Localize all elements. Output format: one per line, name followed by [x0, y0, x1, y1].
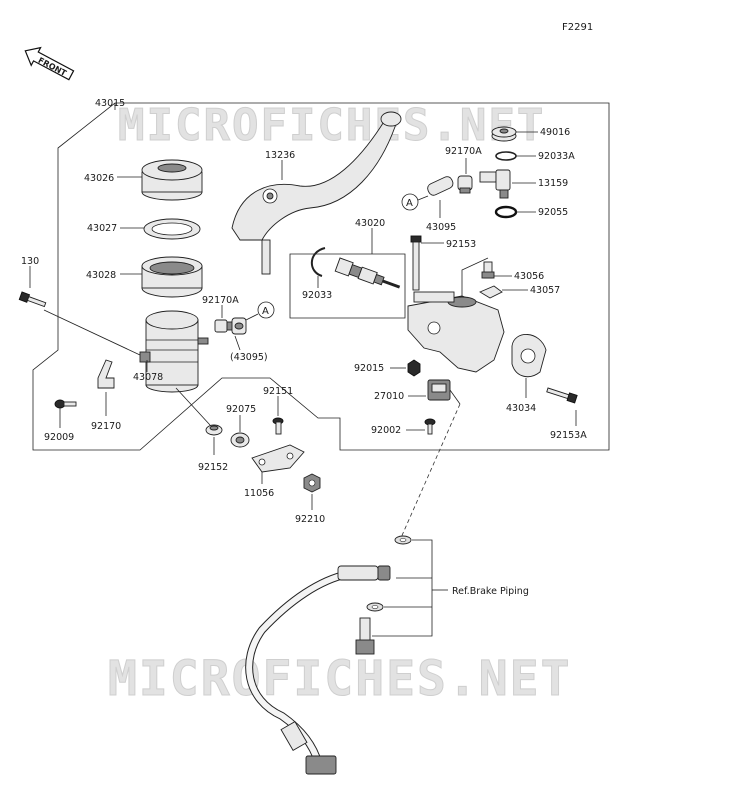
collar-92075: [230, 432, 250, 448]
bleed-valve-43056: [481, 261, 495, 279]
screw-92002: [424, 418, 436, 435]
label-92033A: 92033A: [538, 151, 575, 162]
bolt-92153: [410, 235, 422, 291]
washer-upper: [394, 535, 412, 545]
callout-a-right: A: [401, 193, 419, 211]
nut-92210: [303, 473, 321, 493]
label-43056: 43056: [514, 271, 544, 282]
assembly-outline: [32, 102, 610, 451]
callout-a-left-leader: [245, 313, 259, 321]
svg-text:A: A: [406, 198, 413, 209]
label-43078: 43078: [133, 372, 163, 383]
label-92015: 92015: [354, 363, 384, 374]
label-92075: 92075: [226, 404, 256, 415]
grommet-92152: [205, 424, 223, 436]
callout-a-left: A: [257, 301, 275, 319]
bracket-11056: [251, 444, 305, 473]
label-43057: 43057: [530, 285, 560, 296]
hose-link-dashed: [399, 403, 461, 541]
label-43015: 43015: [95, 98, 125, 109]
label-130: 130: [21, 256, 39, 267]
brake-lever: [231, 111, 402, 275]
washer-lower: [366, 602, 384, 612]
reservoir-cap: [141, 159, 203, 201]
clamp-43034: [511, 334, 547, 378]
svg-text:A: A: [262, 306, 269, 317]
leader-130-line: [43, 309, 141, 356]
label-43020: 43020: [355, 218, 385, 229]
bolt-92153A: [546, 387, 578, 404]
label-27010: 27010: [374, 391, 404, 402]
hose-piece-right: [427, 176, 454, 196]
bolt-92151: [272, 417, 284, 435]
label-92151: 92151: [263, 386, 293, 397]
hose-clamp-right: [457, 175, 473, 194]
bracket-92170: [97, 359, 115, 389]
piston-assembly: [334, 257, 401, 289]
label-43026: 43026: [84, 173, 114, 184]
figure-code: F2291: [562, 22, 593, 33]
watermark-upper: MICROFICHES.NET: [118, 100, 545, 151]
hose-piece-left: [231, 317, 247, 335]
circlip-92033: [310, 247, 326, 277]
fitting-13159: [479, 169, 511, 199]
label-92152: 92152: [198, 462, 228, 473]
leader-43095-left: [234, 335, 241, 351]
leader-92152-up: [175, 387, 211, 426]
brake-hose: [245, 565, 391, 775]
cap-49016: [491, 126, 517, 142]
watermark-lower: MICROFICHES.NET: [108, 651, 571, 707]
hose-clamp-left: [214, 319, 234, 333]
nut-92015: [407, 359, 421, 377]
label-13236: 13236: [265, 150, 295, 161]
reservoir-diaphragm: [141, 256, 203, 298]
label-92170A-left: 92170A: [202, 295, 239, 306]
label-43095: 43095: [426, 222, 456, 233]
banjo-bolt: [355, 617, 375, 655]
ref-brake-piping-label: Ref.Brake Piping: [452, 586, 529, 597]
label-92055: 92055: [538, 207, 568, 218]
front-arrow-icon: FRONT: [24, 46, 75, 81]
cap-43057: [479, 285, 503, 299]
label-92210: 92210: [295, 514, 325, 525]
label-92153: 92153: [446, 239, 476, 250]
label-13159: 13159: [538, 178, 568, 189]
reservoir-body: [139, 310, 209, 393]
label-92002: 92002: [371, 425, 401, 436]
label-11056: 11056: [244, 488, 274, 499]
label-92033: 92033: [302, 290, 332, 301]
label-43027: 43027: [87, 223, 117, 234]
master-cylinder-body: [407, 291, 505, 373]
ref-bracket: [372, 539, 433, 637]
piston-kit-frame: [289, 253, 406, 319]
label-92153A: 92153A: [550, 430, 587, 441]
label-43095-paren: (43095): [230, 352, 268, 363]
o-ring-92055: [494, 205, 518, 219]
leader-body-top: [461, 257, 489, 296]
bolt-130: [18, 291, 47, 308]
switch-27010: [427, 379, 461, 405]
circlip-92033A: [495, 151, 517, 161]
callout-a-right-leader: [417, 195, 429, 201]
label-49016: 49016: [540, 127, 570, 138]
label-92170: 92170: [91, 421, 121, 432]
label-92170A-right: 92170A: [445, 146, 482, 157]
label-43034: 43034: [506, 403, 536, 414]
reservoir-plate: [143, 218, 201, 240]
screw-92009: [54, 399, 77, 409]
label-92009: 92009: [44, 432, 74, 443]
label-43028: 43028: [86, 270, 116, 281]
